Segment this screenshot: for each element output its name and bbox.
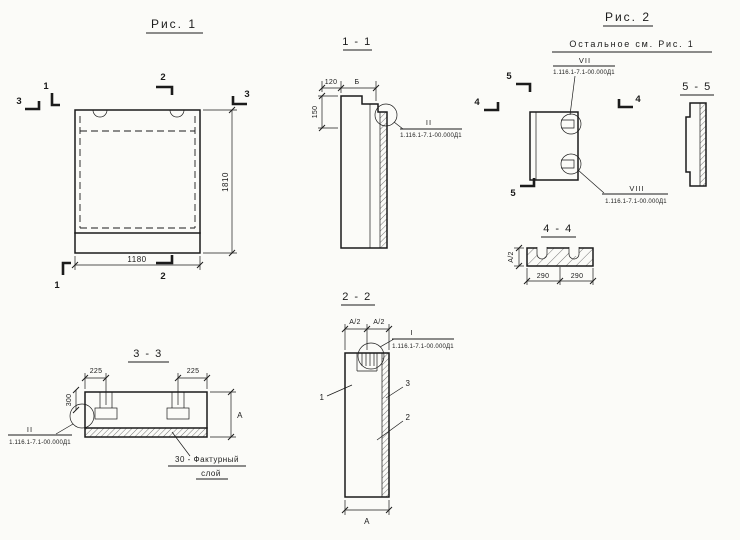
sec44-dim-left: 290	[537, 273, 550, 280]
sec22-part-3: 3	[406, 379, 411, 388]
sec22-detail-doc: 1.116.1-7.1-00.000Д1	[392, 344, 454, 350]
fig2-detail-viii-circle	[560, 153, 582, 175]
sec11-dim-b: Б	[355, 79, 360, 86]
sec33-detail-doc: 1.116.1-7.1-00.000Д1	[9, 440, 71, 446]
sec33-facing-layer-hatch	[85, 428, 207, 437]
section-5-5: 5 - 5	[680, 81, 714, 187]
sec22-detail-num: I	[410, 328, 413, 337]
sec44-dim-right: 290	[571, 273, 584, 280]
fig2-detail-viii-doc: 1.116.1-7.1-00.000Д1	[605, 199, 667, 205]
fig2-marker-4-left: 4	[474, 97, 480, 108]
fig1-marker-2-bottom: 2	[160, 271, 165, 282]
figure-1: Рис. 1 1180 1810 2 2 1 1	[16, 17, 249, 291]
sec33-dim-depth: 300	[66, 394, 73, 407]
fig2-detail-vii-circle	[560, 113, 582, 135]
fig1-marker-1-bottom: 1	[54, 280, 60, 291]
sec11-outline	[340, 95, 388, 249]
section-2-2: 2 - 2 А/2 А/2 I 1.116.1-7.1-00.000Д1 1 3	[320, 291, 455, 526]
section-1-1: 1 - 1 120 Б 150 II 1.116.1-7.1-00.000Д1	[312, 36, 462, 249]
fig2-marker-5-top: 5	[506, 71, 512, 82]
figure-1-title: Рис. 1	[151, 17, 197, 31]
fig1-marker-3-left: 3	[16, 96, 21, 107]
section-2-2-title: 2 - 2	[342, 291, 372, 303]
sec22-dim-half-right: А/2	[373, 319, 384, 326]
sec33-dim-left: 225	[90, 368, 103, 375]
fig1-height-dim: 1810	[221, 172, 230, 192]
section-3-3-title: 3 - 3	[133, 348, 163, 360]
fig1-marker-2-top: 2	[160, 72, 165, 83]
sec11-detail-doc: 1.116.1-7.1-00.000Д1	[400, 133, 462, 139]
sec44-dim-height: А/2	[508, 251, 515, 262]
fig1-panel-outline	[74, 109, 201, 254]
section-5-5-title: 5 - 5	[682, 81, 712, 93]
sec33-anchor-right	[166, 407, 190, 420]
figure-2: Рис. 2 Остальное см. Рис. 1 VII 1.116.1-…	[474, 10, 712, 205]
sec11-detail-num: II	[426, 118, 432, 127]
fig1-lifting-loop-left	[92, 109, 108, 118]
sec55-facing-layer-hatch	[700, 103, 706, 186]
fig2-detail-vii-num: VII	[579, 56, 591, 65]
sec33-note-line1: 30 - Фактурный	[175, 455, 239, 464]
fig2-detail-viii-num: VIII	[629, 184, 644, 193]
fig1-lifting-loop-right	[169, 109, 185, 118]
section-4-4: 4 - 4 290 290 А/2	[508, 223, 597, 285]
sec11-dim-120: 120	[325, 79, 338, 86]
section-4-4-title: 4 - 4	[543, 223, 573, 235]
fig2-detail-vii-doc: 1.116.1-7.1-00.000Д1	[553, 70, 615, 76]
sec22-facing-layer-hatch	[382, 353, 389, 497]
sec33-dim-height: А	[237, 411, 243, 420]
sec33-detail-circle	[69, 403, 95, 429]
sec22-dim-half-left: А/2	[349, 319, 360, 326]
sec33-note-line2: слой	[201, 469, 221, 478]
figure-2-note: Остальное см. Рис. 1	[569, 39, 694, 49]
sec11-dim-150: 150	[312, 106, 319, 119]
figure-2-title: Рис. 2	[605, 10, 651, 24]
sec22-part-2: 2	[406, 413, 411, 422]
sec33-anchor-left	[94, 407, 118, 420]
sec22-part-1: 1	[320, 393, 325, 402]
section-3-3: 3 - 3 225 225 300 II 1.11	[8, 348, 246, 480]
fig1-marker-1-top: 1	[43, 81, 49, 92]
sec11-facing-layer-hatch	[380, 112, 387, 248]
fig1-width-dim: 1180	[127, 255, 146, 264]
sec33-dim-right: 225	[187, 368, 200, 375]
sec11-detail-circle	[374, 103, 398, 127]
fig2-body-outline	[529, 111, 579, 181]
fig2-marker-5-bottom: 5	[510, 188, 516, 199]
section-1-1-title: 1 - 1	[342, 36, 372, 48]
fig2-marker-4-right: 4	[635, 94, 641, 105]
sec33-detail-num: II	[27, 425, 33, 434]
sec22-dim-width: А	[364, 517, 370, 526]
fig1-marker-3-right: 3	[244, 89, 249, 100]
